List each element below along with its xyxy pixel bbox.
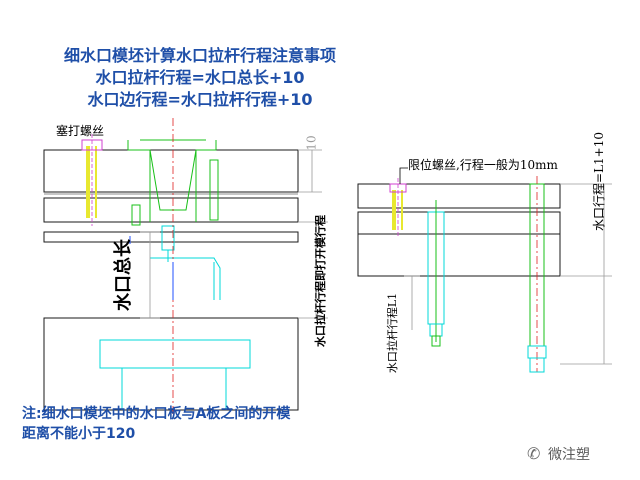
- label-puller-stroke-l1: 水口拉杆行程L1: [386, 292, 400, 374]
- label-side-stroke: 水口行程=L1+10: [591, 132, 606, 231]
- title-line-2: 水口拉杆行程=水口总长+10: [95, 68, 305, 87]
- note-line-1: 注:细水口模坯中的水口板与A板之间的开模: [22, 406, 291, 422]
- label-nozzle-length: 水口总长: [113, 239, 134, 311]
- label-plug-screw: 塞打螺丝: [56, 124, 105, 138]
- right-a-plate: [357, 233, 561, 277]
- guide-pillar: [527, 176, 547, 373]
- title-line-1: 细水口模坯计算水口拉杆行程注意事项: [63, 46, 336, 65]
- puller-rod: [427, 200, 445, 347]
- note-line-2: 距离不能小于120: [22, 426, 136, 442]
- limit-screw-drawing: [389, 178, 407, 236]
- label-dim-10: 10: [304, 135, 319, 151]
- title-line-3: 水口边行程=水口拉杆行程+10: [87, 90, 313, 109]
- brand-name: 微注塑: [548, 447, 590, 463]
- label-limit-screw: 限位螺丝,行程一般为10mm: [408, 158, 558, 172]
- plug-screw-drawing: [81, 134, 103, 226]
- left-stripper-plate: [43, 197, 299, 223]
- left-top-plate: [43, 149, 299, 193]
- left-a-plate-lower: [43, 317, 299, 411]
- wechat-icon: ✆: [527, 444, 541, 463]
- left-a-plate-upper: [43, 231, 299, 243]
- label-puller-stroke: 水口拉杆行程即打开模行程: [314, 215, 327, 347]
- right-top-plate: [357, 183, 561, 209]
